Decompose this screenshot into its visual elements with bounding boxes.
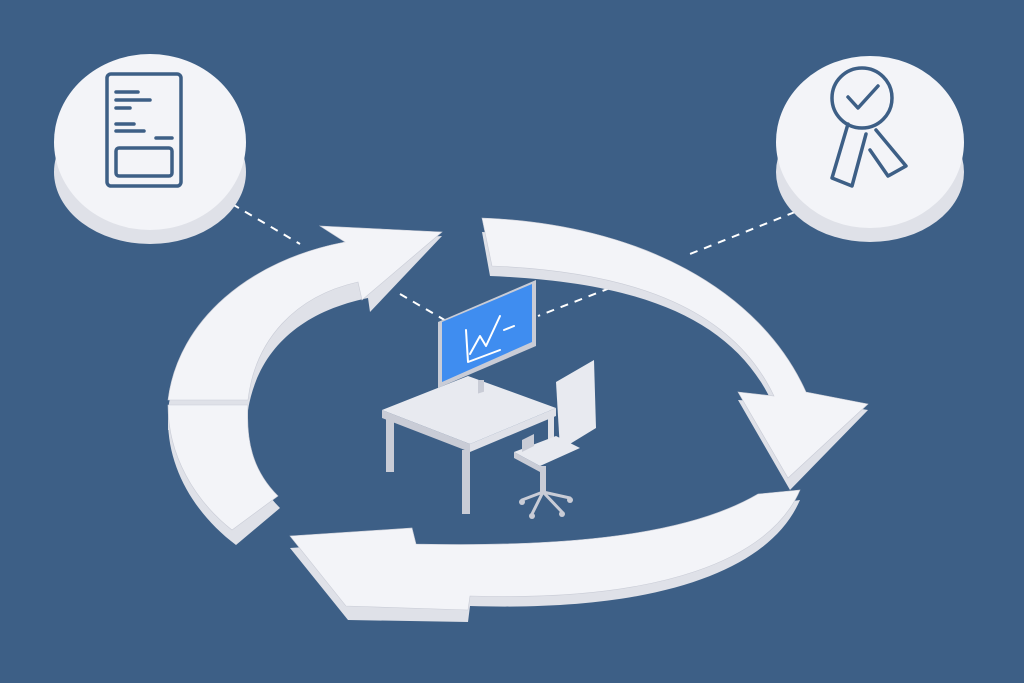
document-form-icon [105, 72, 183, 188]
arrow-left [167, 404, 280, 545]
chair [514, 360, 596, 519]
desk [382, 376, 556, 514]
monitor-screen [442, 284, 532, 382]
award-badge [776, 56, 964, 242]
arrow-top-right [481, 217, 869, 490]
connector-right-inner [537, 287, 611, 317]
arrow-bottom [289, 489, 801, 622]
arrow-top-left [167, 225, 443, 430]
monitor [438, 280, 536, 402]
line-chart-icon [465, 315, 515, 363]
connector-left-outer [231, 203, 301, 245]
document-badge [54, 54, 246, 244]
connector-right-outer [689, 211, 796, 255]
connector-lines [231, 203, 796, 337]
cycle-arrows [167, 217, 869, 622]
award-ribbon-checkmark-icon [830, 66, 908, 188]
workstation [382, 280, 596, 519]
